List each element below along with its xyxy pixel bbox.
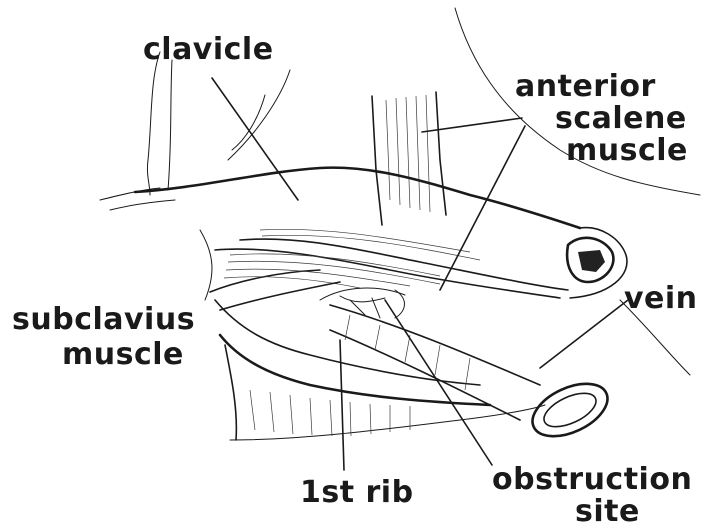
subclavius-muscle-shape: [200, 230, 560, 300]
scalene-muscle-shape: [372, 92, 446, 225]
vein-shape: [330, 305, 616, 447]
label-muscle-subclavius: muscle: [62, 340, 184, 370]
label-scalene: scalene: [555, 104, 687, 134]
label-first-rib: 1st rib: [300, 478, 414, 508]
label-clavicle: clavicle: [143, 35, 274, 65]
label-anterior: anterior: [515, 72, 656, 102]
label-site: site: [575, 497, 640, 527]
label-vein: vein: [624, 284, 698, 314]
label-muscle-scalene: muscle: [566, 136, 688, 166]
clavicle-shape: [135, 168, 627, 298]
obstruction-shape: [320, 288, 405, 318]
label-obstruction: obstruction: [492, 465, 692, 495]
label-subclavius: subclavius: [12, 305, 195, 335]
